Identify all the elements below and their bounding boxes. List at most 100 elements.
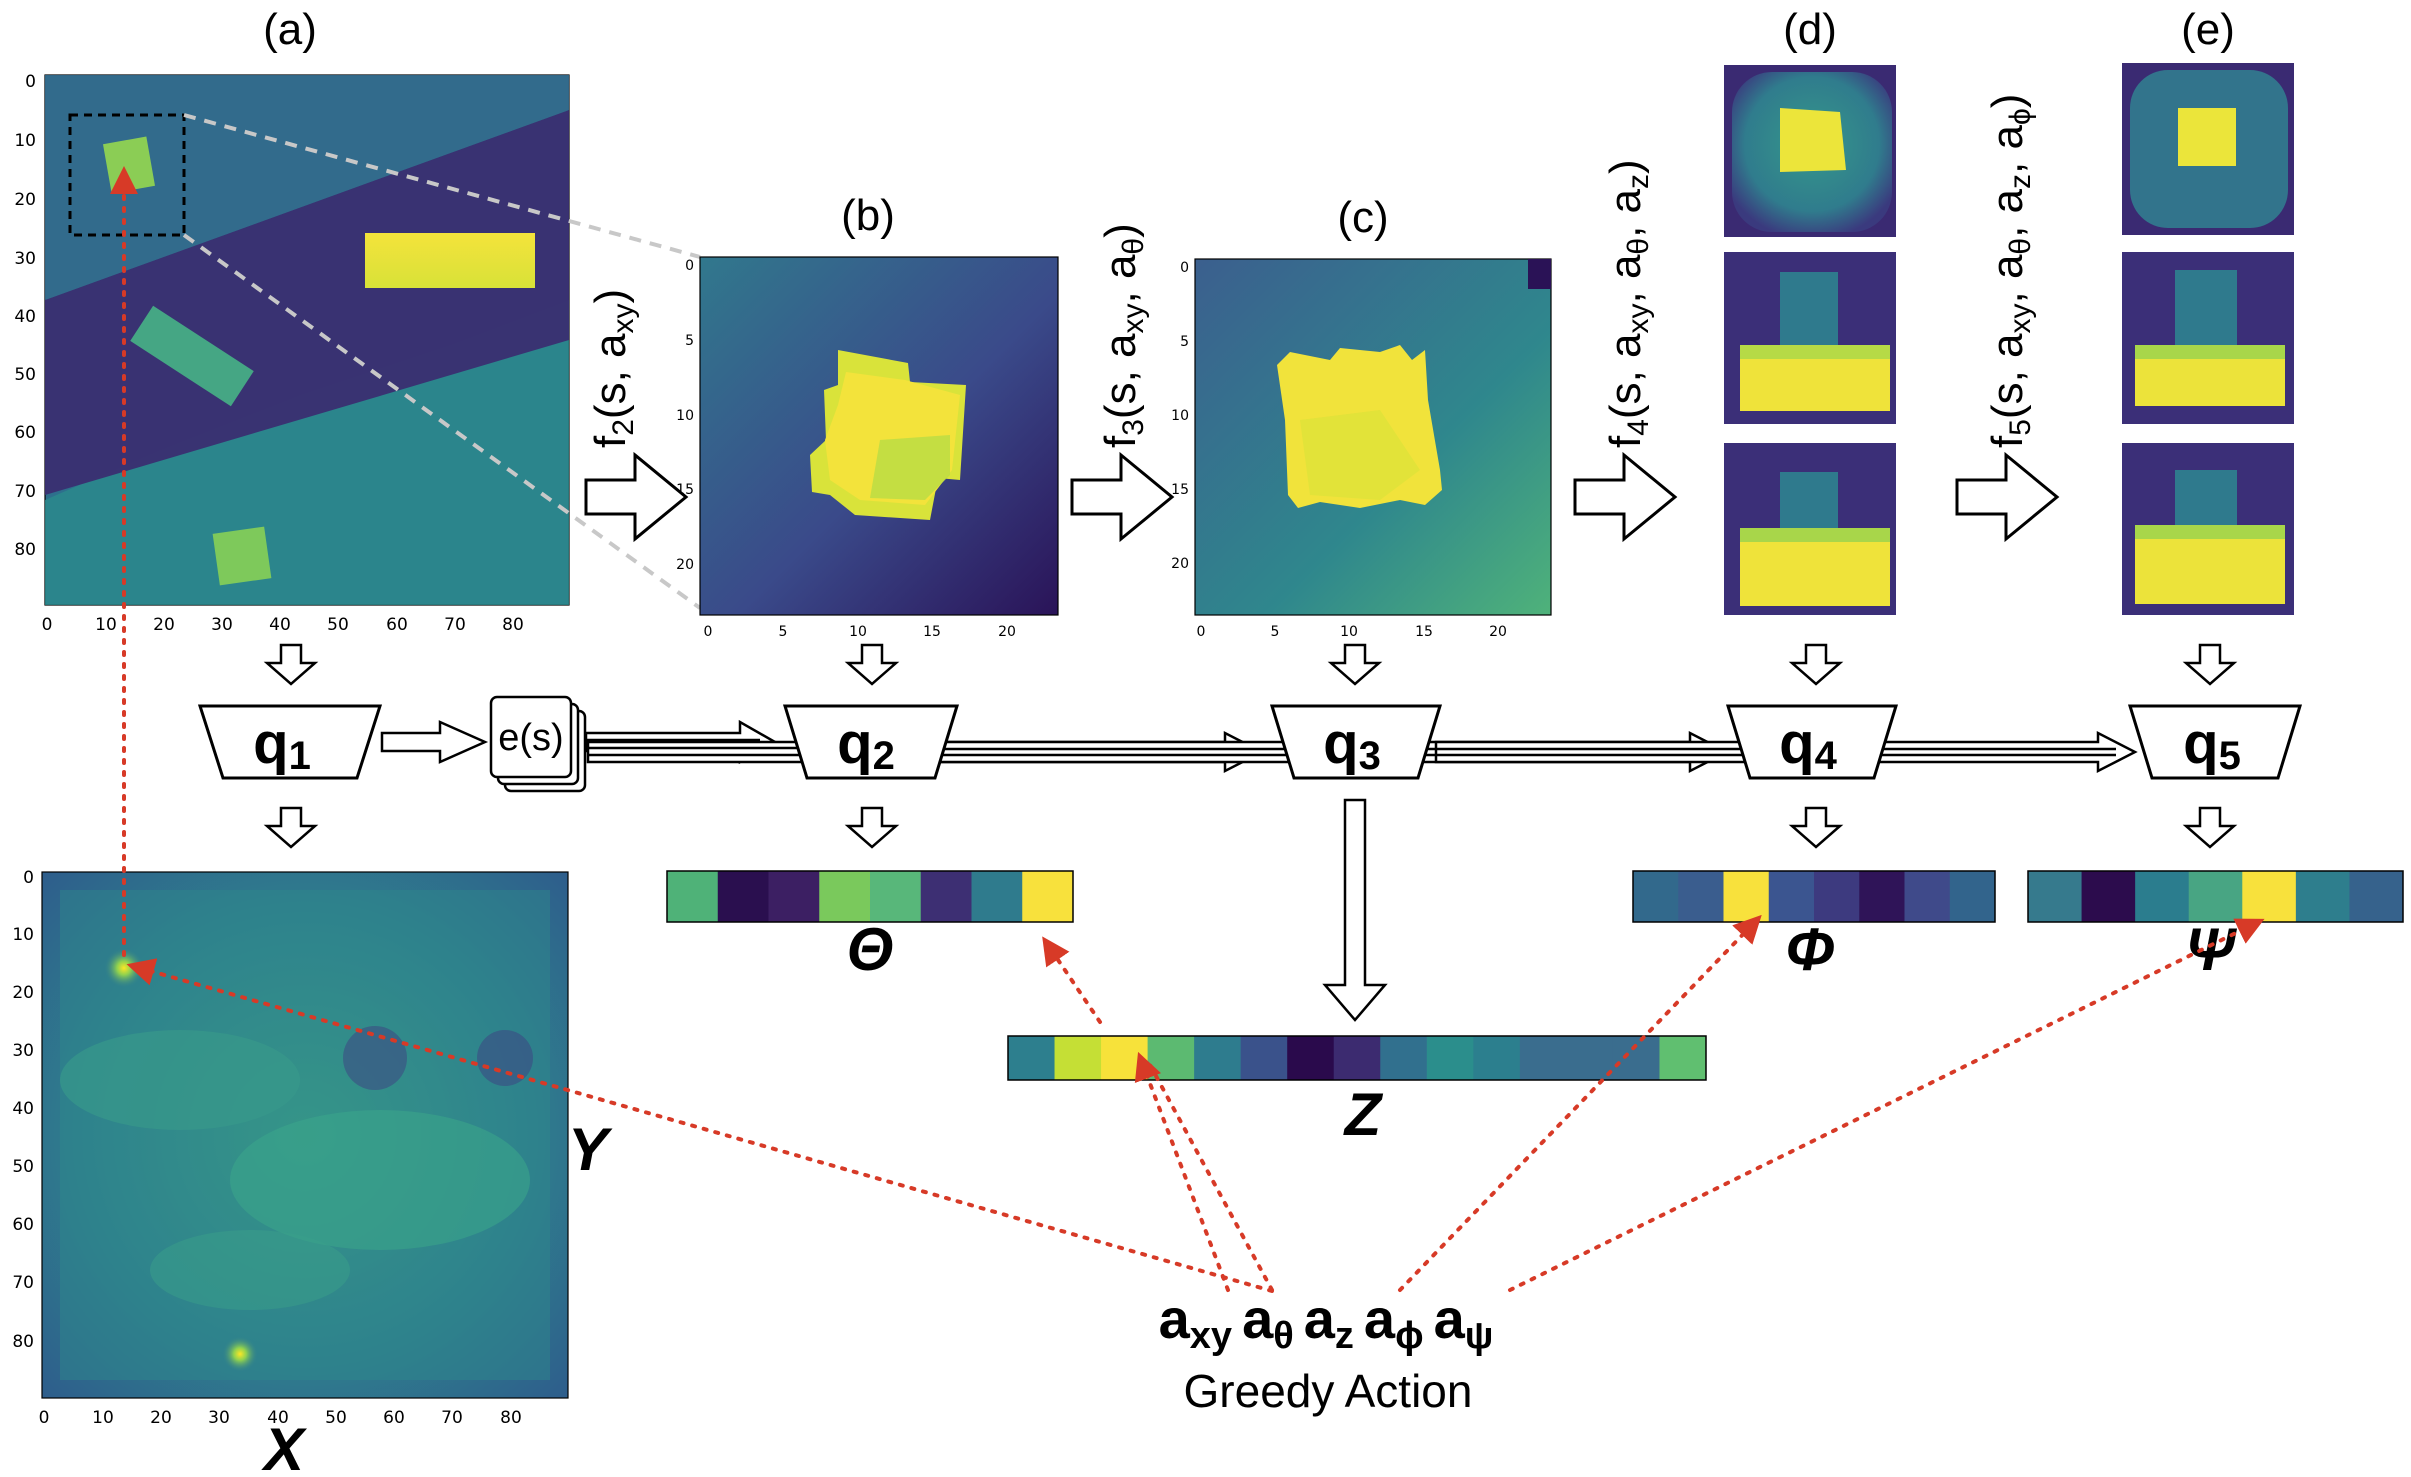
panel-label-a: (a) (263, 5, 317, 54)
tick-label: 0 (23, 868, 34, 888)
tick-label: 20 (150, 1408, 172, 1428)
network-q4: q4 (1725, 704, 1899, 780)
strip-cell (1426, 1036, 1474, 1080)
tick-label: 50 (325, 1408, 347, 1428)
tick-label: 10 (92, 1408, 114, 1428)
down-arrow (2182, 643, 2238, 686)
tick-label: 20 (12, 983, 34, 1003)
value-strip-phi (1632, 870, 1996, 923)
strip-cell (1473, 1036, 1521, 1080)
tick-label: 20 (14, 190, 36, 210)
q-map-y-ticks: 0 10 20 30 40 50 60 70 80 (12, 868, 34, 1352)
strip-cell (2242, 871, 2297, 922)
strip-cell (2135, 871, 2190, 922)
value-strip-theta (666, 870, 1074, 923)
tick-label: 70 (441, 1408, 463, 1428)
strip-cell (1147, 1036, 1195, 1080)
arrow-q3-to-z (1322, 798, 1388, 1022)
panel-d-side-view-1 (1724, 252, 1896, 424)
value-label-phi: Φ (1785, 916, 1834, 983)
down-arrow (844, 806, 900, 849)
strip-cell (1333, 1036, 1381, 1080)
down-arrow (844, 643, 900, 686)
value-label-psi: Ψ (2185, 916, 2237, 983)
down-arrow (1788, 643, 1844, 686)
tick-label: 0 (25, 72, 36, 92)
strip-cell (1904, 871, 1951, 922)
panel-b-ticks: 0 5 10 15 20 0 5 10 15 20 (676, 258, 1016, 640)
encoder-label: e(s) (498, 717, 563, 759)
tick-label: 20 (1489, 624, 1507, 640)
svg-text:q3: q3 (1323, 711, 1381, 778)
strip-cell (1859, 871, 1905, 922)
tick-label: 15 (923, 624, 941, 640)
tick-label: 5 (685, 333, 694, 349)
strip-cell (1194, 1036, 1242, 1080)
tick-label: 60 (383, 1408, 405, 1428)
axis-label-y: Y (568, 1116, 613, 1183)
action-pointers (110, 166, 2265, 1293)
panel-label-c: (c) (1337, 193, 1388, 242)
tick-label: 40 (267, 1408, 289, 1428)
tick-label: 10 (12, 925, 34, 945)
svg-text:q5: q5 (2183, 711, 2241, 778)
transform-label-f2: f2(s, axy) (586, 289, 640, 448)
tick-label: 20 (676, 557, 694, 573)
down-arrow (2182, 806, 2238, 849)
svg-text:q2: q2 (837, 711, 895, 778)
panel-b-crop (699, 256, 1059, 616)
arrow-f4 (1573, 451, 1678, 543)
transform-label-f5: f5(s, axy, aθ, az, aϕ) (1983, 94, 2037, 448)
tick-label: 10 (849, 624, 867, 640)
pointer-z-to-theta (1042, 936, 1102, 1024)
tick-label: 60 (14, 423, 36, 443)
strip-cell (1678, 871, 1724, 922)
pointer-axy-to-q-map (126, 958, 1274, 1293)
tick-label: 15 (1171, 482, 1189, 498)
encoder-stack: e(s) (489, 695, 587, 793)
transform-label-f3: f3(s, axy, aθ) (1096, 223, 1150, 448)
tick-label: 30 (211, 615, 233, 635)
strip-cell (1008, 1036, 1056, 1080)
transform-label-f4: f4(s, axy, aθ, az) (1601, 159, 1655, 448)
network-q1: q1 (197, 704, 383, 780)
strip-cell (1240, 1036, 1288, 1080)
svg-text:q1: q1 (253, 711, 311, 778)
panel-d-side-view-2 (1724, 443, 1896, 615)
axis-label-x: X (261, 1416, 308, 1477)
tick-label: 50 (327, 615, 349, 635)
tick-label: 80 (502, 615, 524, 635)
strip-cell (1723, 871, 1770, 922)
value-label-theta: Θ (847, 916, 894, 983)
tick-label: 20 (998, 624, 1016, 640)
arrow-f2 (584, 451, 689, 543)
tick-label: 10 (1340, 624, 1358, 640)
down-arrow (263, 643, 319, 686)
tick-label: 20 (153, 615, 175, 635)
strip-cell (1287, 1036, 1335, 1080)
strip-cell (1659, 1036, 1707, 1080)
strip-cell (768, 871, 820, 922)
tick-label: 80 (500, 1408, 522, 1428)
tick-label: 5 (1271, 624, 1280, 640)
tick-label: 0 (1180, 260, 1189, 276)
strip-cell (1633, 871, 1679, 922)
tick-label: 10 (14, 131, 36, 151)
pointer-aφ-to-phi (1398, 914, 1762, 1292)
strip-cell (1814, 871, 1860, 922)
strip-border (1007, 1035, 1707, 1081)
strip-cell (2295, 871, 2350, 922)
tick-label: 0 (704, 624, 713, 640)
strip-cell (1566, 1036, 1614, 1080)
tick-label: 30 (14, 249, 36, 269)
tick-label: 50 (14, 365, 36, 385)
value-strip-z (1007, 1035, 1707, 1081)
panel-c-crop (1194, 258, 1552, 616)
strip-cell (870, 871, 922, 922)
arrow-q1-to-encoder (380, 720, 489, 764)
down-arrow (1788, 806, 1844, 849)
tick-label: 40 (269, 615, 291, 635)
tick-label: 70 (444, 615, 466, 635)
